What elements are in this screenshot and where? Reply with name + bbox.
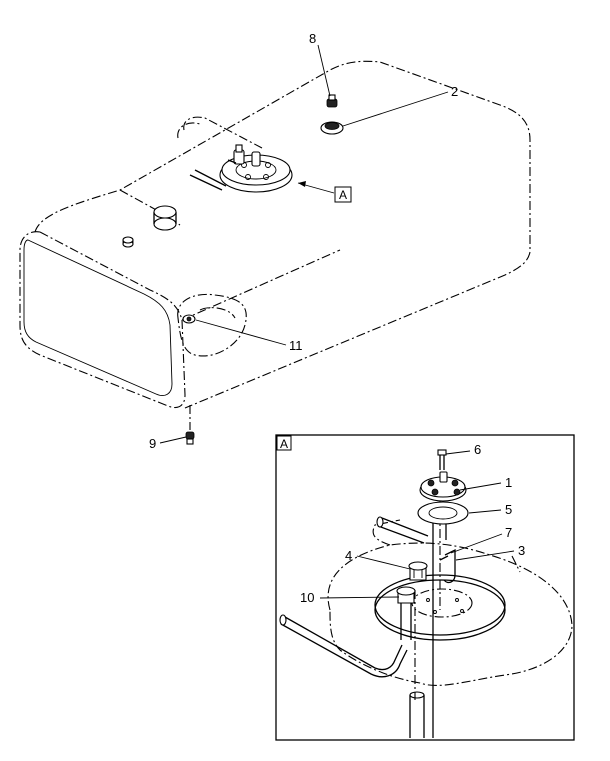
vent-tube [177, 116, 263, 191]
filler-neck [153, 205, 177, 231]
callout-10: 10 [300, 590, 314, 605]
view-marker-a: A [334, 186, 352, 203]
leader-lines-main [159, 44, 449, 444]
callout-7: 7 [505, 525, 512, 540]
fuel-tank-body [19, 60, 531, 409]
callout-3: 3 [518, 543, 525, 558]
callout-4: 4 [345, 548, 352, 563]
callout-1: 1 [505, 475, 512, 490]
washer-2 [320, 121, 344, 135]
detail-a-label: A [280, 437, 288, 451]
detail-a-inset: A [275, 434, 575, 741]
tank-boss [122, 236, 134, 248]
callout-6: 6 [474, 442, 481, 457]
sender-flange [219, 144, 293, 193]
callout-9: 9 [149, 436, 156, 451]
callout-8: 8 [309, 31, 316, 46]
view-marker-a-label: A [339, 188, 347, 202]
drain-sump [177, 293, 247, 357]
callout-5: 5 [505, 502, 512, 517]
plug-8 [326, 94, 338, 108]
drain-plug-9 [185, 405, 195, 445]
callout-11: 11 [289, 338, 303, 353]
callout-2: 2 [451, 84, 458, 99]
